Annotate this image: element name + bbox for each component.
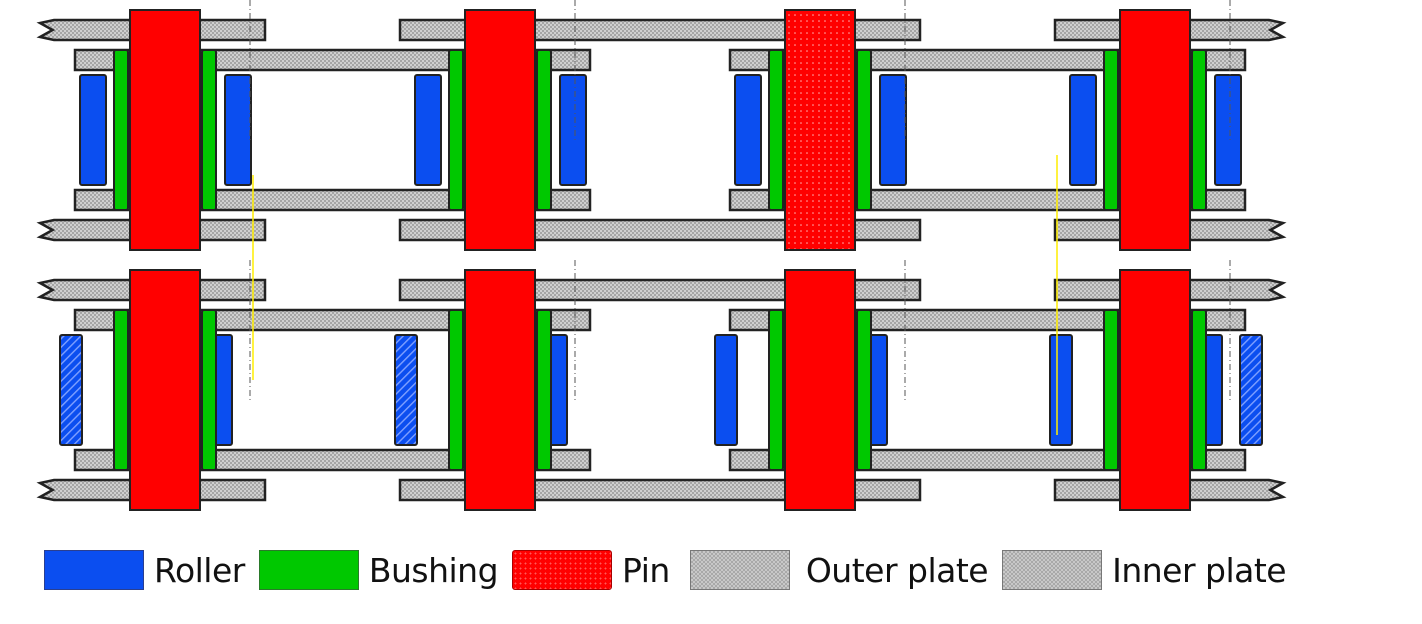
legend-item-roller: Roller — [44, 550, 245, 590]
inner-plate-swatch — [1002, 550, 1103, 590]
legend-label: Outer plate — [805, 550, 989, 590]
legend-label: Inner plate — [1112, 550, 1287, 590]
roller — [1214, 74, 1242, 186]
bushing — [113, 309, 129, 471]
legend-label: Bushing — [368, 550, 499, 590]
roller — [734, 74, 762, 186]
bushing — [201, 49, 217, 211]
roller — [559, 74, 587, 186]
pin — [464, 269, 536, 511]
bushing — [1103, 309, 1119, 471]
bushing — [1191, 49, 1207, 211]
pin — [464, 9, 536, 251]
bushing-swatch — [258, 550, 359, 590]
pin — [784, 9, 856, 251]
roller — [224, 74, 252, 186]
roller — [1239, 334, 1263, 446]
legend-item-bushing: Bushing — [258, 550, 499, 590]
legend-item-inner-plate: Inner plate — [1002, 550, 1287, 590]
pin — [129, 9, 201, 251]
roller — [414, 74, 442, 186]
legend: Roller Bushing Pin Outer plate Inner pla… — [44, 548, 1300, 592]
bushing — [768, 309, 784, 471]
bushing — [768, 49, 784, 211]
outer-plate-swatch — [689, 550, 790, 590]
legend-label: Pin — [622, 550, 670, 590]
pin — [1119, 269, 1191, 511]
roller — [79, 74, 107, 186]
roller — [1069, 74, 1097, 186]
roller — [59, 334, 83, 446]
bushing — [113, 49, 129, 211]
roller — [714, 334, 738, 446]
legend-label: Roller — [154, 550, 245, 590]
roller — [879, 74, 907, 186]
pin-swatch — [512, 550, 613, 590]
bushing — [536, 49, 552, 211]
bushing — [448, 49, 464, 211]
pin — [784, 269, 856, 511]
roller — [394, 334, 418, 446]
bushing — [201, 309, 217, 471]
bushing — [1191, 309, 1207, 471]
bushing — [448, 309, 464, 471]
legend-item-outer-plate: Outer plate — [689, 550, 989, 590]
pin — [1119, 9, 1191, 251]
bushing — [536, 309, 552, 471]
roller-swatch — [44, 550, 144, 590]
legend-item-pin: Pin — [512, 550, 670, 590]
pin — [129, 269, 201, 511]
bushing — [856, 49, 872, 211]
roller-chain-diagram — [36, 0, 1287, 511]
bushing — [1103, 49, 1119, 211]
roller — [1049, 334, 1073, 446]
bushing — [856, 309, 872, 471]
